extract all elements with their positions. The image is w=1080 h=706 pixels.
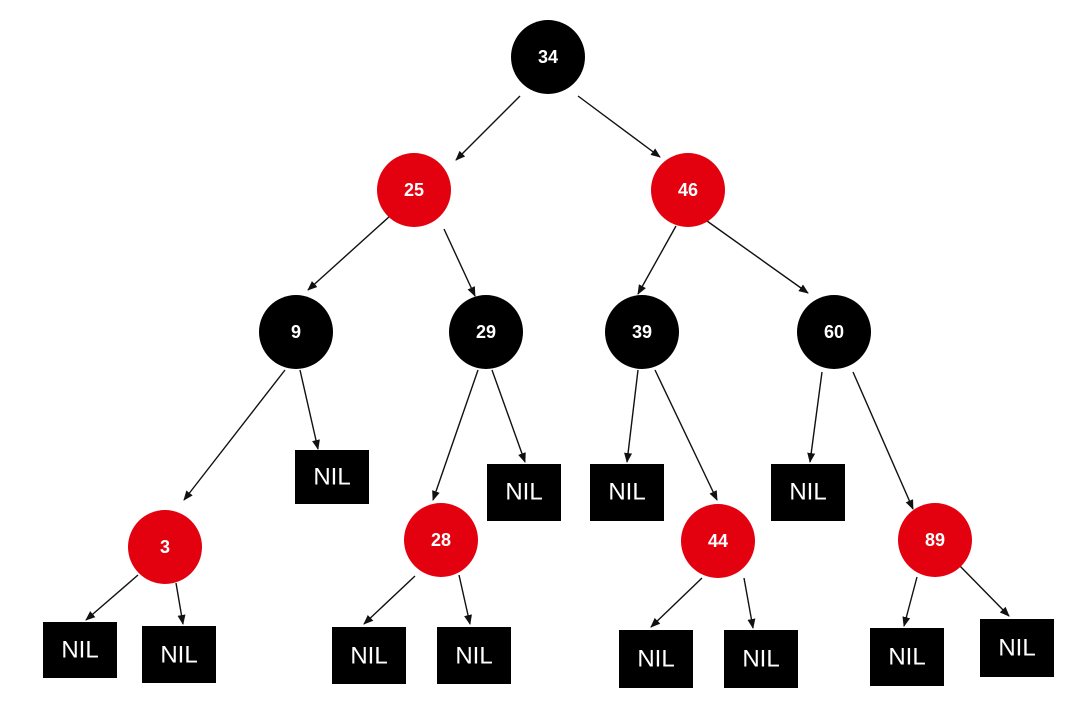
nil-leaf-3-left: NIL (43, 622, 117, 678)
tree-node-25: 25 (377, 153, 451, 227)
nil-leaf-89-right: NIL (980, 619, 1054, 677)
nil-box (590, 464, 664, 521)
edge-25-9 (307, 215, 391, 291)
edges (85, 95, 1010, 629)
edge-44-nil-r (743, 577, 756, 629)
node-46-circle (651, 153, 725, 227)
nil-box (295, 450, 369, 504)
node-28-label: 28 (431, 530, 451, 550)
node-60-circle (797, 295, 871, 369)
nil-label: NIL (888, 644, 925, 671)
tree-node-60: 60 (797, 295, 871, 369)
edge-29-28 (432, 369, 479, 501)
tree-node-46: 46 (651, 153, 725, 227)
tree-node-89: 89 (898, 503, 972, 577)
nil-label: NIL (742, 646, 779, 673)
edge-28-nil-r (458, 574, 472, 625)
nil-box (332, 627, 406, 684)
tree-node-9: 9 (259, 295, 333, 369)
edge-3-nil-r (175, 582, 186, 625)
node-89-circle (898, 503, 972, 577)
nil-label: NIL (789, 479, 826, 506)
edge-89-nil-r (956, 562, 1010, 617)
node-9-circle (259, 295, 333, 369)
tree-node-44: 44 (681, 504, 755, 578)
node-3-label: 3 (160, 537, 170, 557)
edge-3-nil-l (85, 574, 139, 621)
nil-leaf-29-right: NIL (487, 464, 561, 521)
node-25-label: 25 (404, 180, 424, 200)
nil-box (724, 630, 798, 688)
nil-label: NIL (608, 479, 645, 506)
nil-box (437, 627, 511, 684)
nil-leaf-39-left: NIL (590, 464, 664, 521)
node-39-circle (605, 295, 679, 369)
nil-leaf-3-right: NIL (142, 626, 216, 683)
edge-46-60 (706, 220, 809, 294)
nil-box (980, 619, 1054, 677)
node-44-label: 44 (708, 531, 728, 551)
node-34-circle (511, 20, 585, 94)
node-60-label: 60 (824, 322, 844, 342)
nil-leaf-44-left: NIL (619, 630, 693, 688)
node-3-circle (128, 510, 202, 584)
nil-box (870, 628, 944, 686)
nil-label: NIL (455, 643, 492, 670)
node-9-label: 9 (291, 322, 301, 342)
nil-label: NIL (505, 479, 542, 506)
nil-label: NIL (350, 643, 387, 670)
nil-label: NIL (61, 637, 98, 664)
nil-box (487, 464, 561, 521)
nil-leaf-89-left: NIL (870, 628, 944, 686)
nil-leaf-60-left: NIL (771, 464, 845, 521)
edge-28-nil-l (363, 575, 416, 625)
node-34-label: 34 (538, 47, 558, 67)
node-46-label: 46 (678, 180, 698, 200)
edge-89-nil-l (902, 576, 918, 627)
nil-label: NIL (998, 635, 1035, 662)
edge-46-39 (637, 225, 677, 295)
node-89-label: 89 (925, 530, 945, 550)
edge-60-nil (807, 371, 823, 463)
nil-box (43, 622, 117, 678)
tree-node-29: 29 (449, 295, 523, 369)
tree-node-3: 3 (128, 510, 202, 584)
edge-9-3 (183, 369, 286, 501)
nil-leaf-44-right: NIL (724, 630, 798, 688)
edge-44-nil-l (650, 577, 703, 628)
node-29-label: 29 (476, 322, 496, 342)
tree-node-39: 39 (605, 295, 679, 369)
edge-34-25 (455, 95, 521, 161)
edge-34-46 (577, 95, 661, 158)
nil-label: NIL (637, 646, 674, 673)
tree-node-28: 28 (404, 503, 478, 577)
edge-60-89 (852, 371, 914, 510)
nil-leaf-28-right: NIL (437, 627, 511, 684)
nil-label: NIL (313, 464, 350, 491)
edge-39-nil (624, 369, 639, 463)
edge-29-nil (491, 369, 526, 463)
nil-box (142, 626, 216, 683)
nil-leaf-9-right: NIL (295, 450, 369, 504)
nil-box (619, 630, 693, 688)
edge-25-29 (443, 228, 476, 297)
edge-39-44 (654, 369, 718, 501)
edge-9-nil (299, 369, 320, 450)
nil-leaf-28-left: NIL (332, 627, 406, 684)
node-44-circle (681, 504, 755, 578)
node-29-circle (449, 295, 523, 369)
node-39-label: 39 (632, 322, 652, 342)
node-28-circle (404, 503, 478, 577)
nil-box (771, 464, 845, 521)
tree-node-34: 34 (511, 20, 585, 94)
node-25-circle (377, 153, 451, 227)
nil-label: NIL (160, 642, 197, 669)
